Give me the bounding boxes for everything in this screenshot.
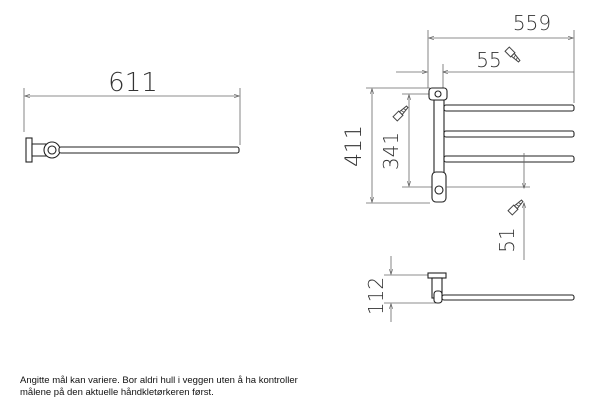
note-line-2: målene på den aktuelle håndkletørkeren f… bbox=[20, 387, 214, 398]
towel-bar-2 bbox=[443, 130, 575, 138]
top-bracket-screw bbox=[434, 90, 442, 98]
front-view: 559 55 411 341 bbox=[342, 11, 575, 260]
dimension-341-label: 341 bbox=[379, 132, 403, 170]
towel-bar-side bbox=[58, 146, 240, 154]
note-line-1: Angitte mål kan variere. Bor aldri hull … bbox=[20, 375, 298, 386]
screw-icon bbox=[504, 46, 521, 63]
dimension-559-label: 559 bbox=[513, 11, 551, 35]
dimension-112-label: 112 bbox=[364, 277, 388, 315]
bottom-bracket-screw bbox=[434, 185, 444, 195]
bracket-hub bbox=[433, 290, 443, 304]
dimension-51-label: 51 bbox=[495, 227, 519, 252]
mounting-post bbox=[433, 99, 445, 181]
top-view: 112 bbox=[364, 256, 575, 322]
wall-plate bbox=[25, 137, 33, 163]
pivot-hub-inner bbox=[47, 145, 57, 155]
towel-bar-top-view bbox=[441, 294, 575, 301]
dimension-611-label: 611 bbox=[108, 68, 158, 98]
side-view: 611 bbox=[23, 68, 241, 163]
towel-bar-1 bbox=[443, 104, 575, 112]
screw-icon bbox=[392, 105, 409, 122]
towel-bar-3 bbox=[443, 155, 575, 163]
disclaimer-note: Angitte mål kan variere. Bor aldri hull … bbox=[20, 375, 360, 399]
dimension-411-label: 411 bbox=[342, 125, 367, 167]
wall-plate-top bbox=[427, 272, 447, 279]
screw-icon bbox=[507, 199, 524, 216]
dimension-55-label: 55 bbox=[476, 48, 501, 72]
